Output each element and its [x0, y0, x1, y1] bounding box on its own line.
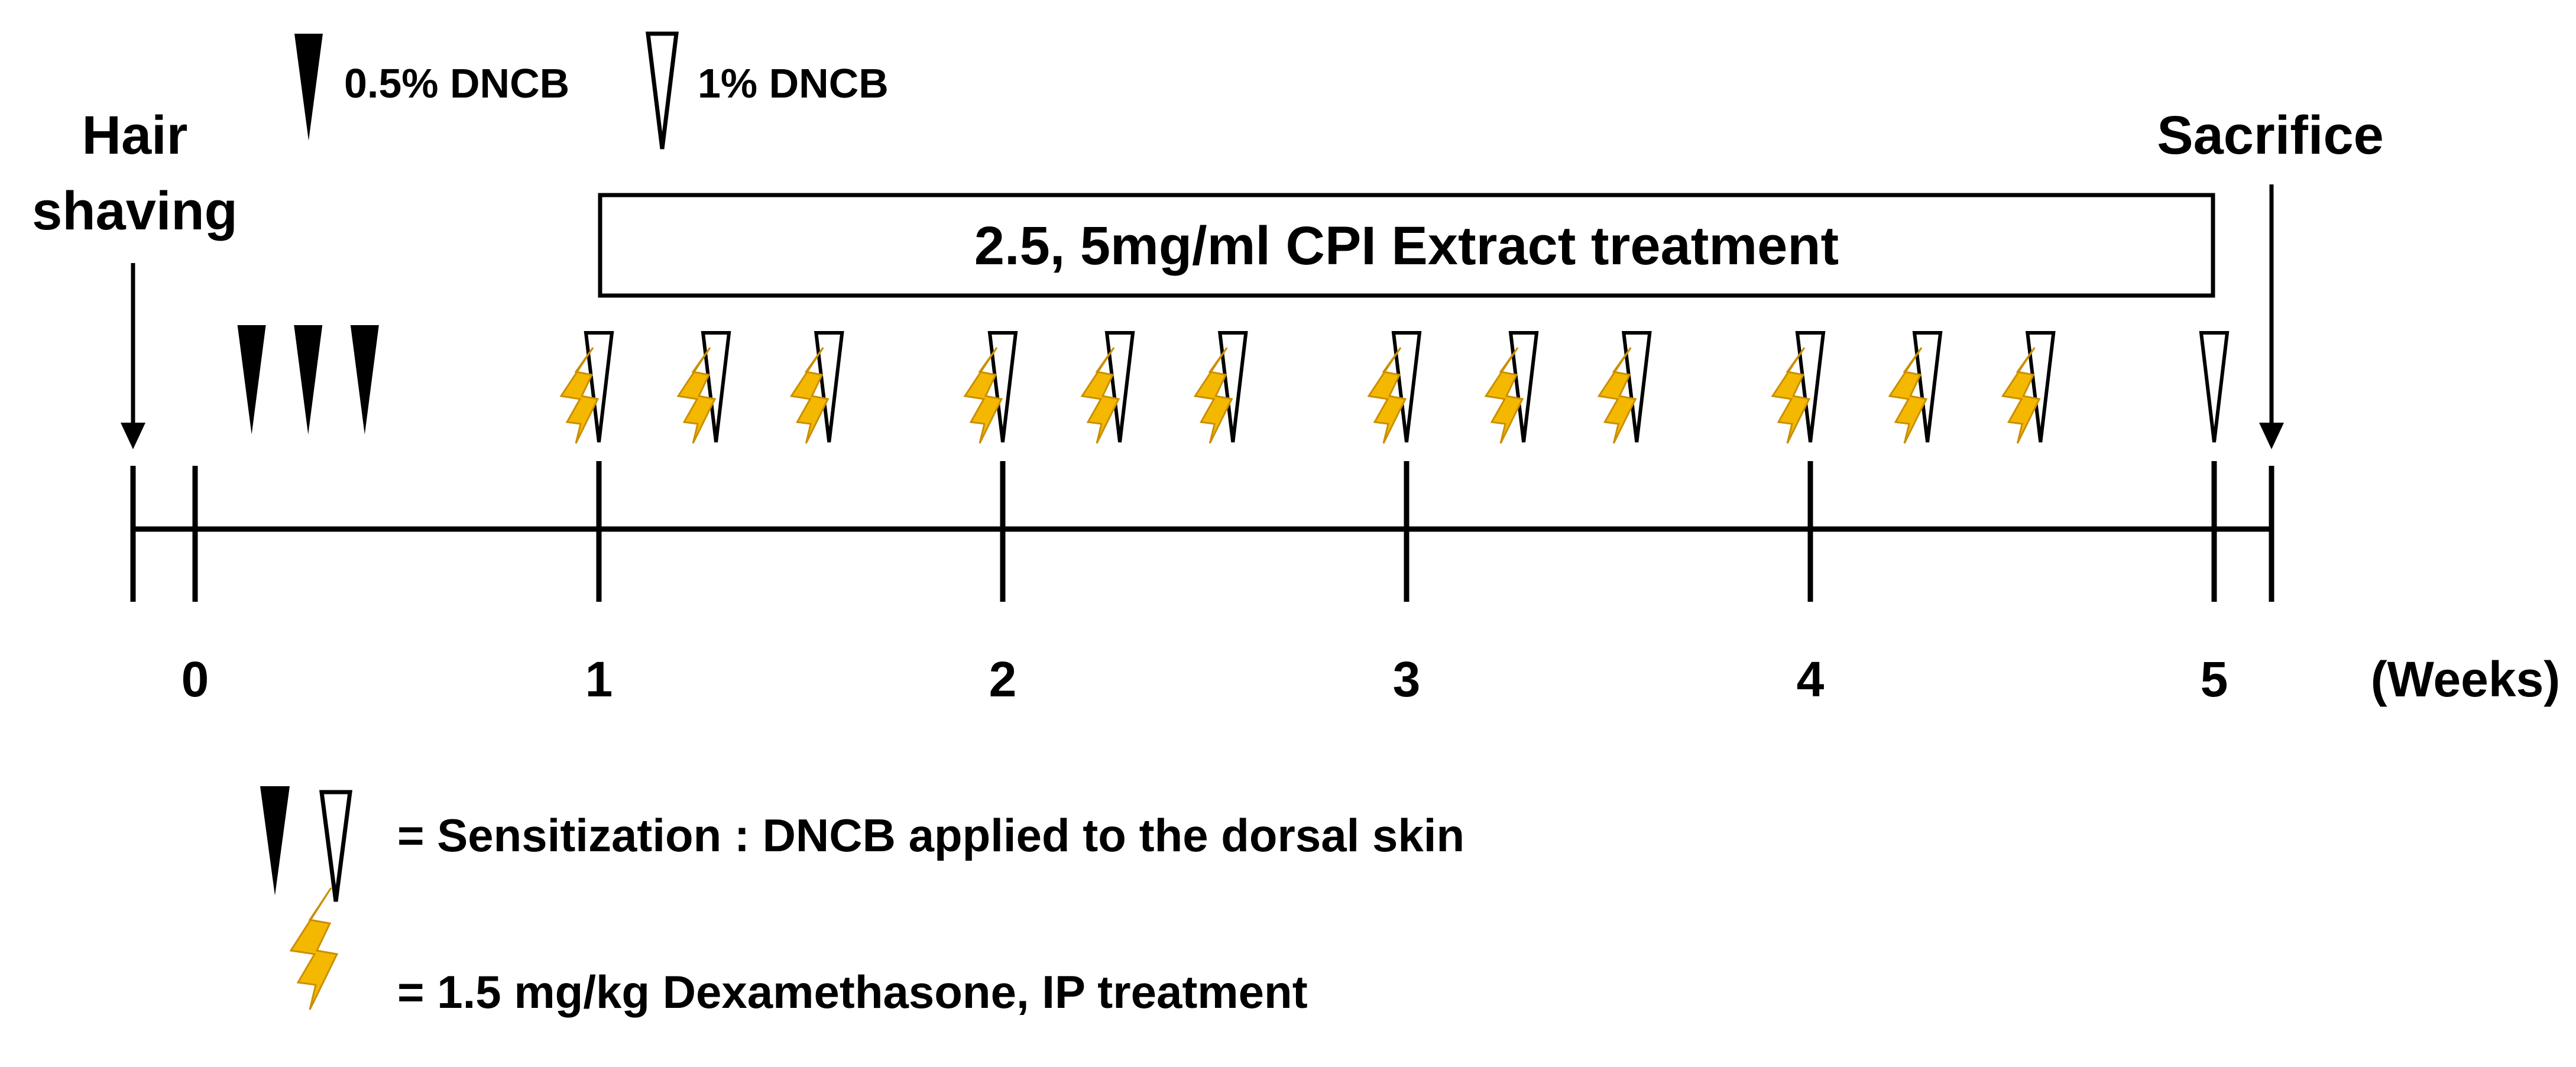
- dncb-1-marker-8: [1508, 331, 1539, 443]
- treatment-box: [598, 193, 2215, 298]
- week-ticks-group: 0 1 2 3 4 5: [182, 461, 2228, 707]
- hair-shaving-label-line2: shaving: [32, 181, 238, 241]
- dexamethasone-bolt-4: [963, 347, 1003, 444]
- week-label-0: 0: [182, 651, 209, 707]
- dncb-high-legend-marker: [646, 31, 679, 150]
- dncb-1-marker-2: [701, 331, 731, 443]
- dexamethasone-bolt-3: [789, 347, 829, 444]
- dexamethasone-bolt-1: [559, 347, 600, 444]
- dncb-high-label: 1% DNCB: [698, 60, 889, 106]
- weeks-unit-label: (Weeks): [2371, 651, 2561, 707]
- dexamethasone-bolt-10: [1771, 347, 1811, 444]
- dncb-low-legend-marker: [294, 34, 323, 141]
- sacrifice-label: Sacrifice: [2157, 105, 2384, 166]
- dncb-1-marker-7: [1391, 331, 1422, 443]
- week-label-3: 3: [1393, 651, 1421, 707]
- dexamethasone-bolt-12: [2001, 347, 2041, 444]
- dncb-1-marker-13: [2199, 331, 2230, 443]
- week-label-5: 5: [2201, 651, 2228, 707]
- treatment-box-label: 2.5, 5mg/ml CPI Extract treatment: [974, 216, 1839, 276]
- dncb-1-marker-4: [987, 331, 1018, 443]
- dncb-0-5-marker-3: [350, 325, 379, 434]
- legend-filled-marker: [260, 786, 290, 896]
- dncb-0-5-markers-group: [237, 325, 379, 434]
- dncb-0-5-marker-2: [294, 325, 323, 434]
- dexamethasone-bolt-2: [676, 347, 717, 444]
- dncb-low-label: 0.5% DNCB: [344, 60, 569, 106]
- week-label-2: 2: [989, 651, 1017, 707]
- legend-bolt-icon: [289, 887, 339, 1010]
- dexamethasone-bolt-11: [1888, 347, 1928, 444]
- legend-open-marker: [319, 790, 352, 902]
- legend-dexamethasone-text: = 1.5 mg/kg Dexamethasone, IP treatment: [397, 966, 1308, 1018]
- dncb-1-markers-group: [584, 331, 2230, 443]
- dexamethasone-bolts-group: [559, 347, 2041, 444]
- dncb-1-marker-11: [1912, 331, 1943, 443]
- week-label-4: 4: [1797, 651, 1825, 707]
- dncb-1-marker-12: [2025, 331, 2056, 443]
- dncb-1-marker-6: [1217, 331, 1248, 443]
- hair-shaving-arrowhead: [121, 423, 145, 449]
- legend-sensitization-text: = Sensitization : DNCB applied to the do…: [397, 809, 1464, 861]
- dncb-1-marker-10: [1795, 331, 1826, 443]
- dexamethasone-bolt-7: [1367, 347, 1407, 444]
- dncb-1-marker-1: [584, 331, 614, 443]
- dncb-1-marker-9: [1621, 331, 1652, 443]
- dexamethasone-bolt-9: [1597, 347, 1637, 444]
- dncb-1-marker-3: [814, 331, 844, 443]
- dncb-1-marker-5: [1104, 331, 1135, 443]
- week-label-1: 1: [585, 651, 613, 707]
- dexamethasone-bolt-8: [1484, 347, 1524, 444]
- sacrifice-arrowhead: [2259, 423, 2284, 449]
- dexamethasone-bolt-5: [1080, 347, 1120, 444]
- dncb-0-5-marker-1: [237, 325, 266, 434]
- dexamethasone-bolt-6: [1193, 347, 1233, 444]
- hair-shaving-label-line1: Hair: [82, 105, 188, 166]
